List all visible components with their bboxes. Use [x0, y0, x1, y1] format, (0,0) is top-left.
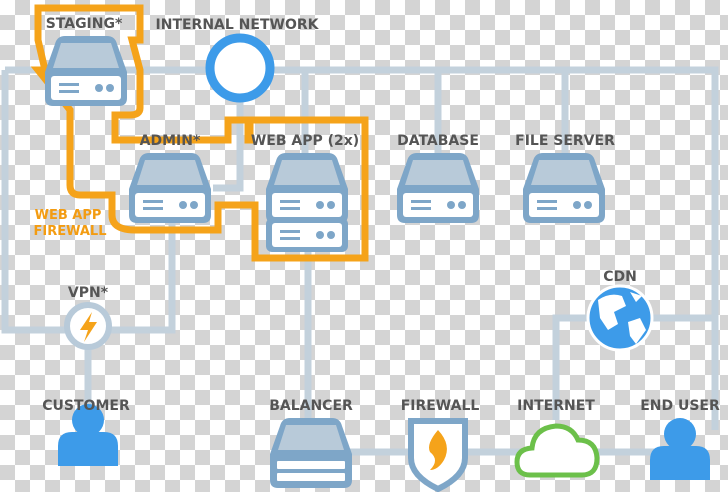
vpn-icon[interactable]	[64, 302, 112, 350]
admin-server-icon[interactable]	[129, 153, 211, 223]
internal-network-icon[interactable]	[205, 33, 275, 103]
vpn-admin-link	[110, 220, 176, 334]
vpn-link	[1, 70, 66, 334]
database-label: DATABASE	[397, 133, 479, 149]
balancer-icon[interactable]	[270, 418, 352, 488]
internal-network-label: INTERNAL NETWORK	[156, 17, 320, 33]
web-app-second-drawer	[266, 218, 348, 252]
firewall-label: FIREWALL	[401, 398, 480, 414]
web-app-label: WEB APP (2x)	[251, 133, 359, 149]
cdn-link	[552, 314, 715, 420]
internet-label: INTERNET	[517, 398, 595, 414]
cdn-label: CDN	[603, 269, 637, 285]
customer-label: CUSTOMER	[42, 398, 130, 414]
firewall-shield-icon[interactable]	[408, 418, 468, 492]
internet-cloud-icon[interactable]	[514, 423, 600, 478]
network-admin-link	[213, 98, 244, 192]
web-app-server-icon[interactable]	[266, 153, 348, 223]
admin-label: ADMIN*	[140, 133, 201, 149]
web-app-firewall-boundary	[30, 4, 369, 262]
waf-label-line1: WEB APP	[35, 208, 102, 223]
waf-label-line2: FIREWALL	[34, 224, 107, 239]
staging-server-icon[interactable]	[45, 36, 127, 106]
end-user-label: END USER	[640, 398, 720, 414]
file-server-icon[interactable]	[523, 153, 605, 223]
staging-label: STAGING*	[46, 16, 123, 32]
end-user-icon[interactable]	[650, 418, 710, 480]
cdn-globe-icon[interactable]	[586, 284, 654, 352]
file-server-label: FILE SERVER	[515, 133, 615, 149]
balancer-label: BALANCER	[269, 398, 353, 414]
database-server-icon[interactable]	[397, 153, 479, 223]
vpn-label: VPN*	[68, 285, 109, 301]
